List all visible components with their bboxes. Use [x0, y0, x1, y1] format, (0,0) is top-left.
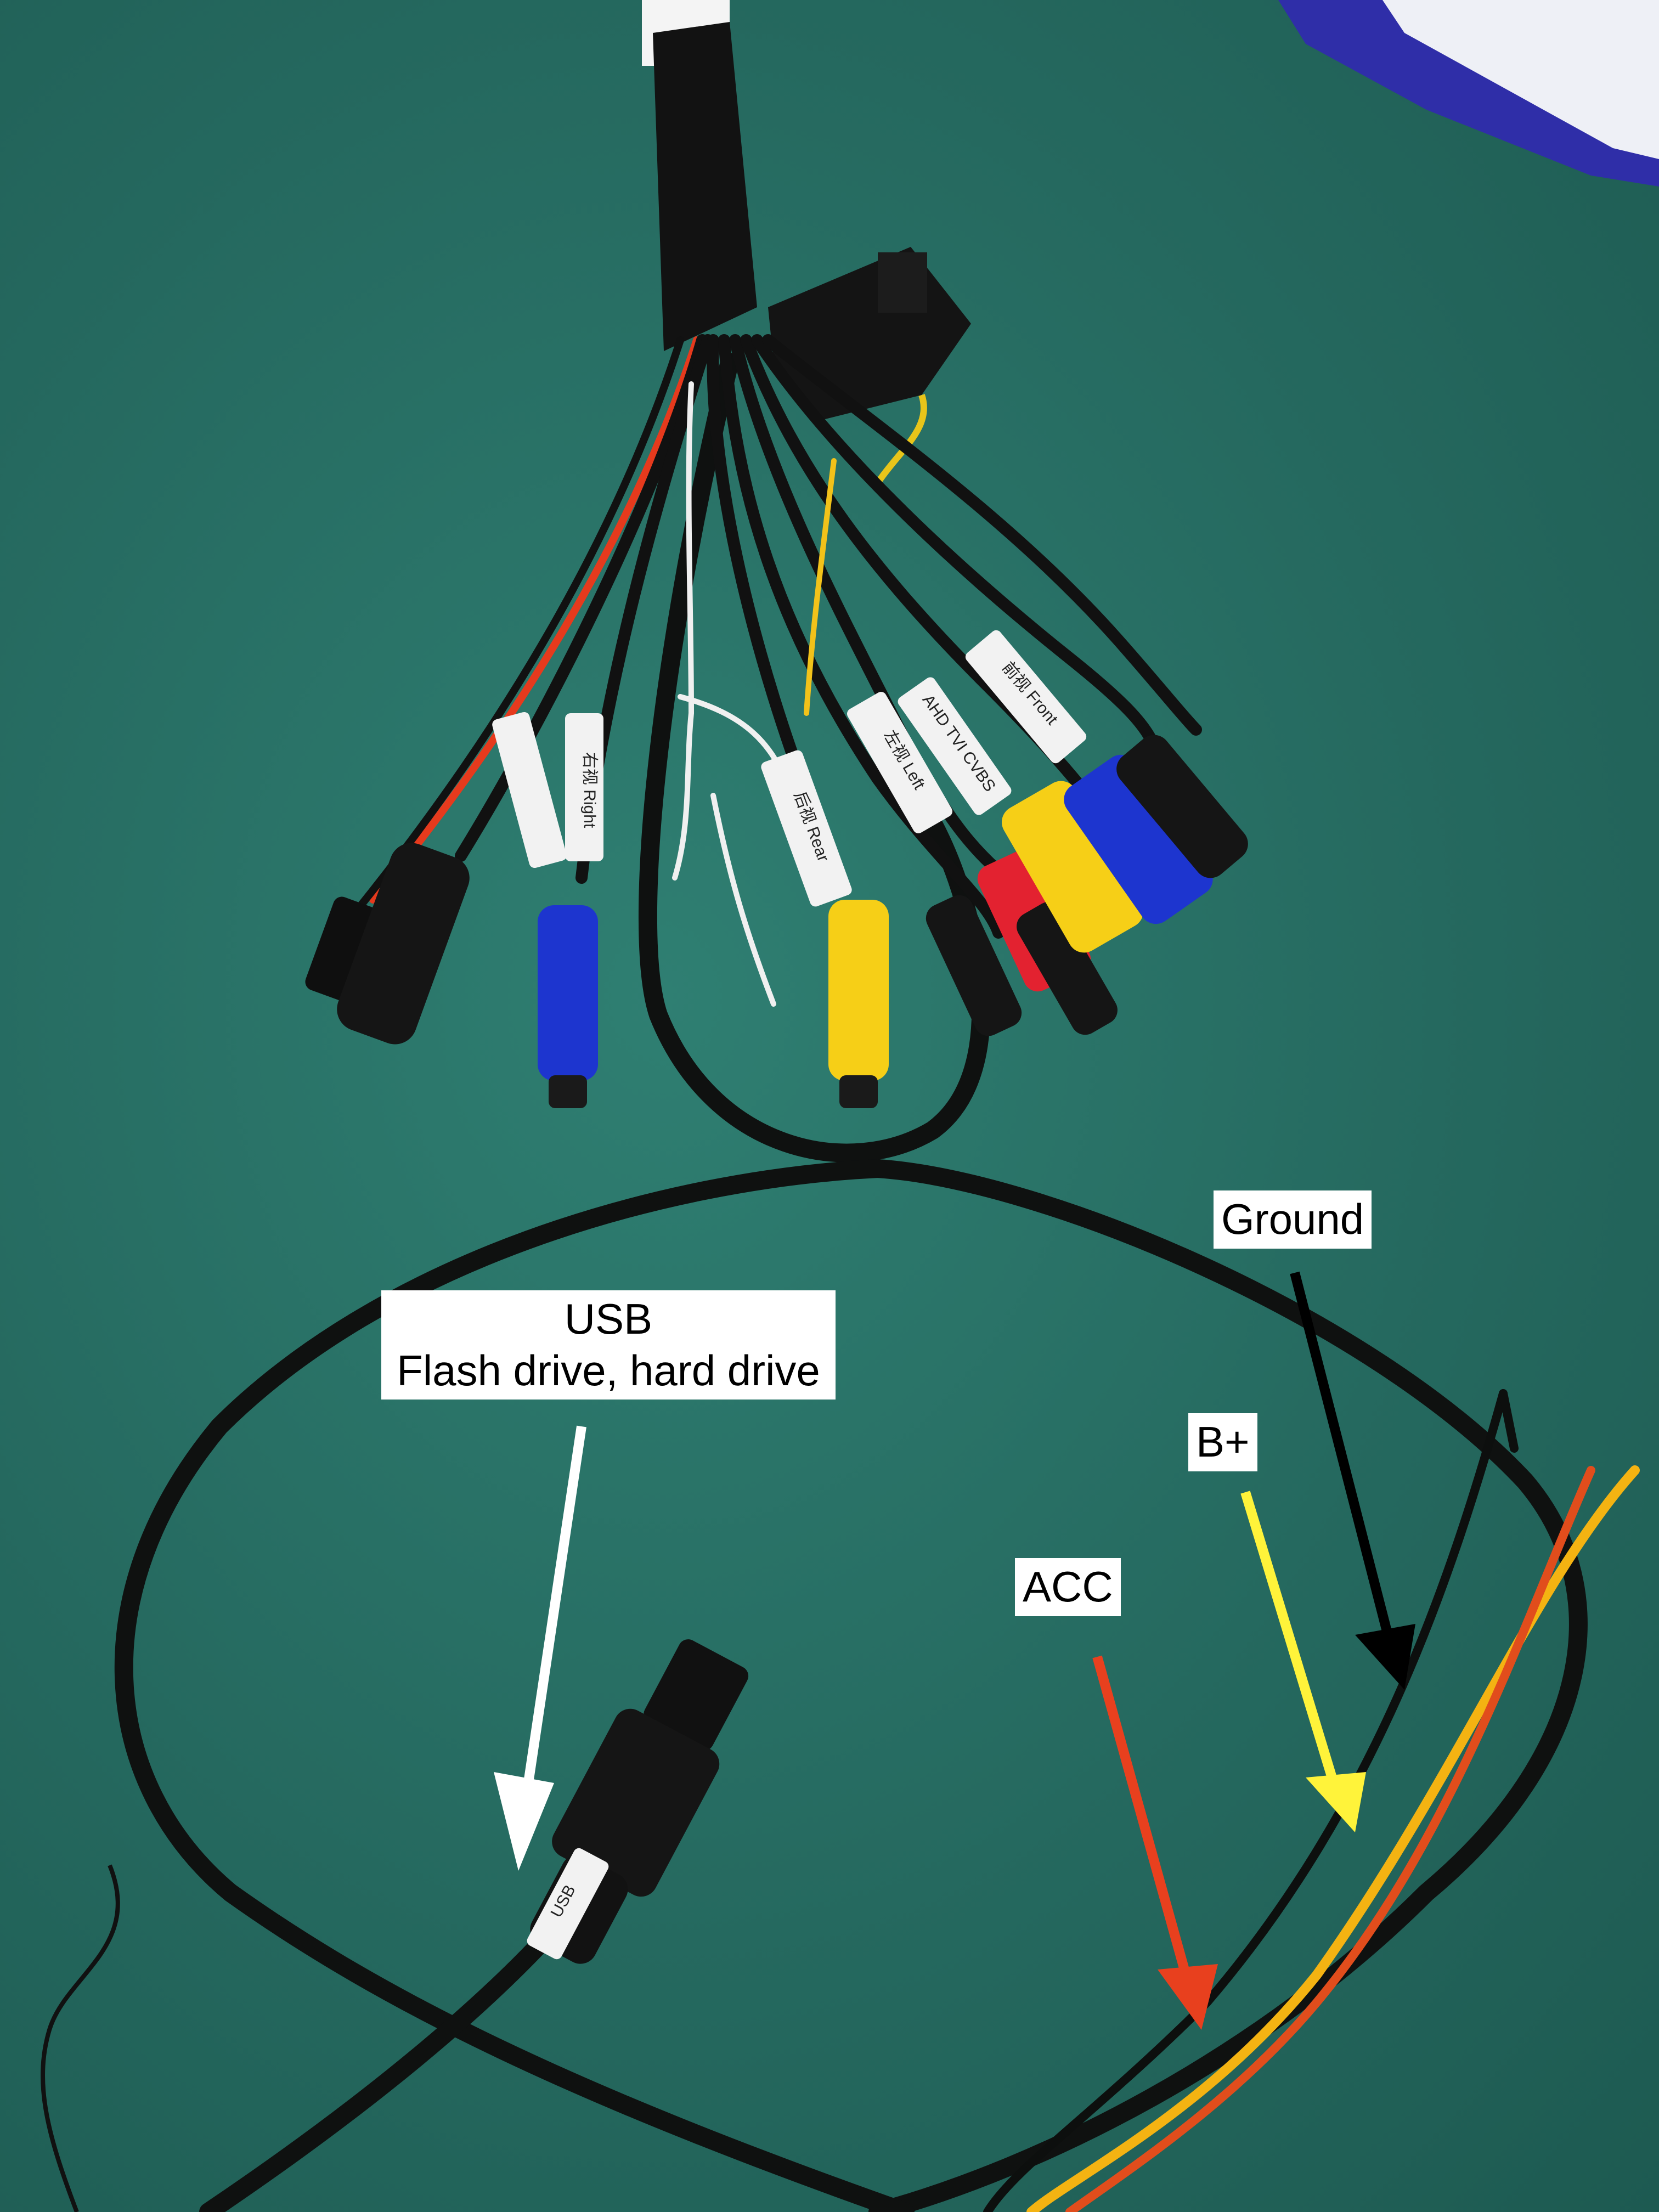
bplus-arrow — [1240, 1491, 1366, 1832]
cable-tags — [492, 630, 1087, 1960]
acc-annotation-label: ACC — [1015, 1558, 1121, 1616]
annotation-arrows — [494, 1271, 1415, 2030]
bplus-annotation-label: B+ — [1188, 1413, 1257, 1471]
harness-sleeve — [642, 0, 757, 351]
ground-arrow — [1290, 1271, 1415, 1690]
power-jack-connector — [305, 896, 381, 1002]
thin-wire — [41, 1864, 120, 2212]
dc-jack-connector — [337, 843, 470, 1045]
blue-rca-connector — [1064, 754, 1213, 924]
usb-annotation-subtitle: Flash drive, hard drive — [397, 1346, 820, 1395]
usb-annotation-label: USB Flash drive, hard drive — [381, 1290, 836, 1400]
main-cable — [114, 353, 1588, 2212]
power-wires — [983, 1389, 1640, 2212]
black-mini-connector-1 — [926, 895, 1022, 1036]
usb-arrow — [494, 1425, 586, 1871]
blue-aviation-connector — [538, 905, 598, 1081]
yellow-rca-connector — [1002, 781, 1143, 953]
yellow-aviation-connector — [828, 900, 889, 1081]
paper-bag — [1278, 0, 1659, 187]
ground-annotation-label: Ground — [1214, 1190, 1372, 1249]
acc-arrow — [1092, 1655, 1218, 2030]
cable-tag-right: 右视 Right — [580, 752, 599, 828]
black-mini-connector-2 — [1017, 901, 1118, 1035]
usb-annotation-title: USB — [564, 1295, 653, 1343]
black-aviation-connector — [1116, 735, 1248, 878]
